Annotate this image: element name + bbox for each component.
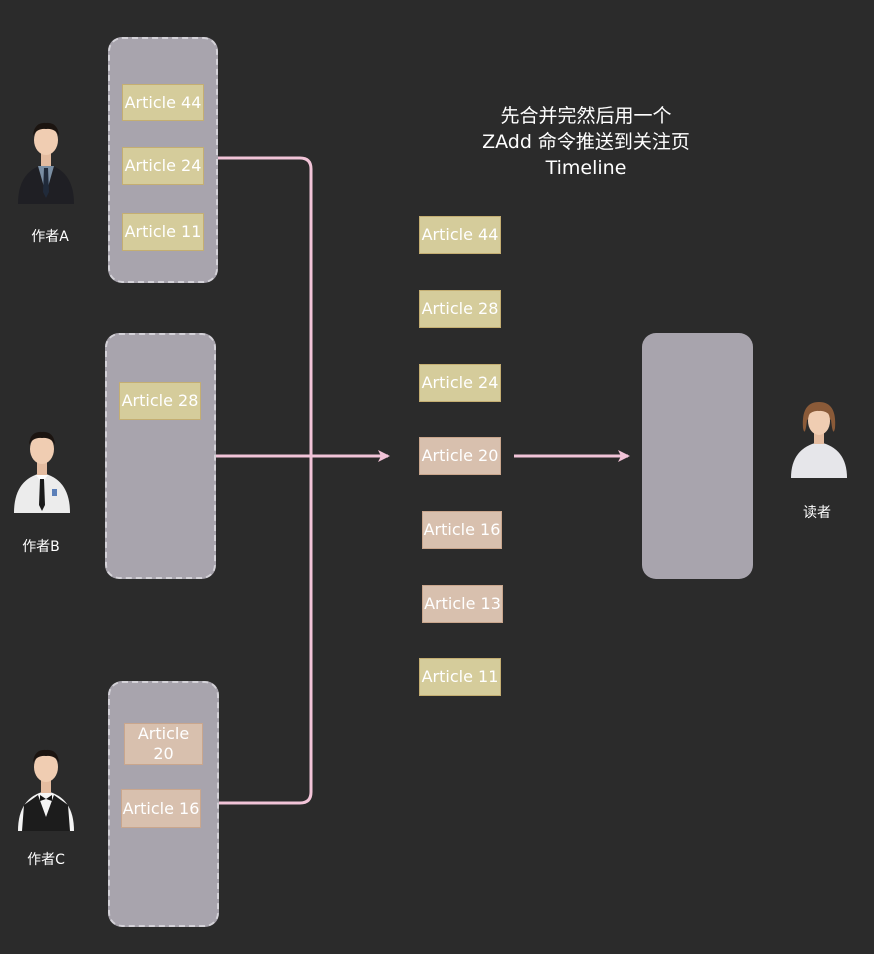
author-b-avatar-icon [10, 427, 74, 517]
author-c-article-card: Article 20 [124, 723, 203, 765]
author-c-label: 作者C [27, 852, 65, 868]
connector-author-a [218, 156, 313, 456]
caption-line: Timeline [545, 157, 627, 179]
merged-article-card: Article 11 [419, 658, 501, 696]
author-a-article-card: Article 44 [122, 84, 204, 121]
author-a-label: 作者A [31, 229, 69, 245]
author-c-article-card: Article 16 [121, 789, 201, 828]
reader-timeline-box [642, 333, 753, 579]
author-a-article-card: Article 24 [122, 147, 204, 185]
author-b-articles-box [105, 333, 216, 579]
author-c-avatar-icon [14, 745, 78, 835]
reader-avatar-icon [787, 398, 851, 482]
merge-caption: 先合并完然后用一个 ZAdd 命令推送到关注页 Timeline [430, 103, 742, 181]
merged-article-card: Article 24 [419, 364, 501, 402]
merged-article-card: Article 44 [419, 216, 501, 254]
merged-article-card: Article 20 [419, 437, 501, 475]
caption-line: ZAdd 命令推送到关注页 [482, 131, 690, 153]
author-a-article-card: Article 11 [122, 213, 204, 251]
merged-article-card: Article 28 [419, 290, 501, 328]
author-a-avatar-icon [14, 118, 78, 208]
connector-author-c [218, 456, 313, 805]
author-b-label: 作者B [22, 539, 60, 555]
reader-label: 读者 [803, 505, 831, 521]
merged-article-card: Article 16 [422, 511, 502, 549]
caption-line: 先合并完然后用一个 [500, 105, 672, 127]
author-b-article-card: Article 28 [119, 382, 201, 420]
merged-article-card: Article 13 [422, 585, 503, 623]
